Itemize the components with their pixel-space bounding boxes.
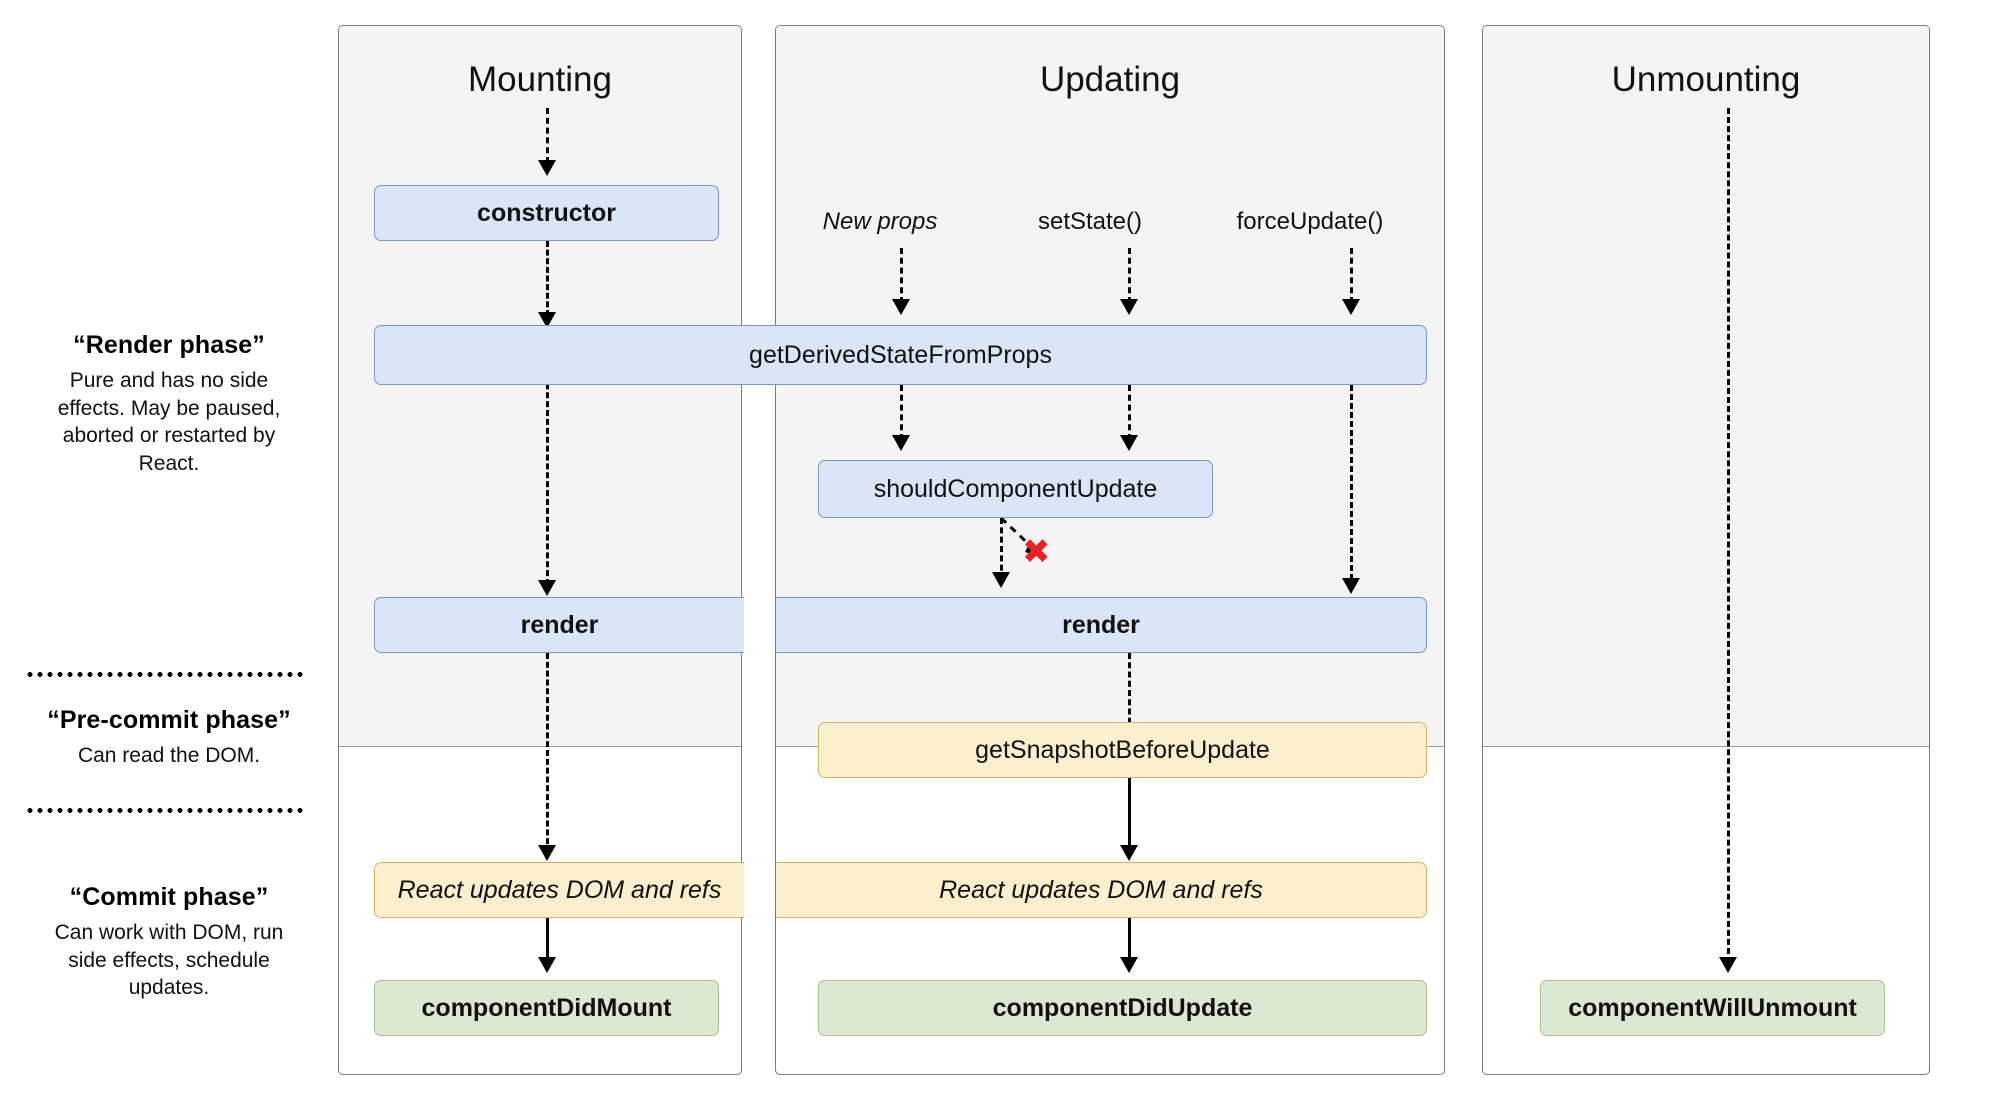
connector-scu-abort [999, 516, 1043, 558]
connector-snapshot-to-commit [1128, 778, 1131, 850]
arrowhead [892, 435, 910, 451]
trigger-force-update: forceUpdate() [1236, 208, 1384, 235]
connector-mounting-start [546, 108, 549, 163]
node-react-updates-dom-mounting[interactable]: React updates DOM and refs [374, 862, 744, 918]
connector-force-update-bypass [1350, 385, 1353, 580]
arrowhead [1120, 845, 1138, 861]
node-constructor[interactable]: constructor [374, 185, 719, 241]
connector-scu-to-render [1000, 518, 1003, 580]
arrowhead [538, 957, 556, 973]
legend-render-phase: “Render phase” Pure and has no side effe… [0, 330, 338, 478]
column-title-unmounting: Unmounting [1611, 60, 1801, 99]
node-get-derived-state-from-props[interactable]: getDerivedStateFromProps [374, 325, 1427, 385]
arrowhead [538, 845, 556, 861]
column-unmounting: Unmounting [1482, 25, 1930, 1075]
trigger-new-props: New props [822, 208, 938, 235]
connector-constructor-to-render [546, 241, 549, 316]
column-title-updating: Updating [1039, 60, 1181, 99]
arrowhead [992, 572, 1010, 588]
connector-render-to-snapshot [1128, 653, 1131, 733]
connector-render-to-commit-mounting [546, 653, 549, 853]
legend-divider-bottom [25, 808, 305, 813]
node-component-did-update[interactable]: componentDidUpdate [818, 980, 1427, 1036]
arrowhead [538, 160, 556, 176]
arrowhead [538, 580, 556, 596]
connector-force-update [1350, 248, 1353, 303]
legend-divider-top [25, 672, 305, 677]
arrowhead [1120, 435, 1138, 451]
connector-set-state [1128, 248, 1131, 303]
node-component-will-unmount[interactable]: componentWillUnmount [1540, 980, 1885, 1036]
node-get-snapshot-before-update[interactable]: getSnapshotBeforeUpdate [818, 722, 1427, 778]
column-title-mounting: Mounting [468, 60, 612, 99]
legend-title: “Render phase” [73, 331, 265, 359]
node-react-updates-dom-updating[interactable]: React updates DOM and refs [776, 862, 1427, 918]
legend-commit-phase: “Commit phase” Can work with DOM, run si… [0, 882, 338, 1002]
connector-new-props [900, 248, 903, 303]
legend-description: Pure and has no side effects. May be pau… [57, 369, 281, 476]
connector-to-render-mounting [546, 330, 549, 585]
arrowhead [1342, 299, 1360, 315]
connector-to-component-did-mount [546, 918, 549, 963]
arrowhead [1342, 578, 1360, 594]
legend-description: Can read the DOM. [77, 744, 261, 767]
arrowhead [1719, 957, 1737, 973]
node-component-did-mount[interactable]: componentDidMount [374, 980, 719, 1036]
arrowhead [892, 299, 910, 315]
column-upper-region [1483, 26, 1929, 747]
arrowhead [1120, 299, 1138, 315]
connector-to-component-did-update [1128, 918, 1131, 963]
legend-description: Can work with DOM, run side effects, sch… [54, 921, 284, 1000]
connector-unmounting [1727, 108, 1730, 963]
abort-x-icon: ✖ [1022, 533, 1051, 571]
arrowhead [1120, 957, 1138, 973]
trigger-set-state: setState() [1037, 208, 1143, 235]
arrowhead [538, 312, 556, 328]
connector-gdsfp-to-scu-left [900, 385, 903, 440]
node-render-updating[interactable]: render [776, 597, 1427, 653]
legend-title: “Commit phase” [69, 883, 269, 911]
legend-title: “Pre-commit phase” [47, 706, 291, 734]
node-render-mounting[interactable]: render [374, 597, 744, 653]
node-should-component-update[interactable]: shouldComponentUpdate [818, 460, 1213, 518]
connector-gdsfp-to-scu-right [1128, 385, 1131, 440]
legend-pre-commit-phase: “Pre-commit phase” Can read the DOM. [0, 705, 338, 770]
